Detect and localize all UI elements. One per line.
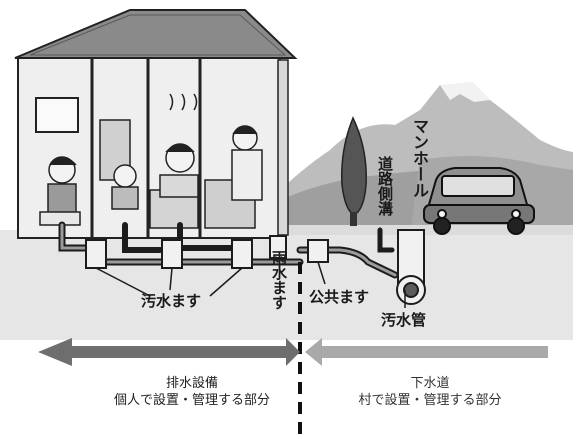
private-zone-arrow	[38, 338, 300, 366]
manhole	[396, 229, 426, 305]
label-public-inlet: 公共ます	[309, 288, 370, 306]
people	[39, 93, 263, 226]
leader-lines	[95, 261, 406, 308]
label-sewage-inlet: 汚水ます	[141, 292, 202, 310]
tree	[340, 116, 367, 226]
label-rainwater-inlet: 雨水ます	[270, 250, 288, 310]
label-sewer-pipe: 汚水管	[381, 311, 427, 329]
public-zone-subtitle: 村で設置・管理する部分	[358, 393, 502, 408]
car	[423, 167, 535, 235]
inspection-boxes	[85, 235, 329, 269]
public-zone-arrow	[305, 338, 548, 366]
private-zone-title: 排水設備	[165, 376, 218, 391]
private-zone-subtitle: 個人で設置・管理する部分	[113, 393, 270, 408]
label-manhole: マンホール	[410, 118, 429, 198]
public-zone-title: 下水道	[410, 376, 450, 391]
label-roadside-gutter: 道路側溝	[376, 156, 394, 216]
